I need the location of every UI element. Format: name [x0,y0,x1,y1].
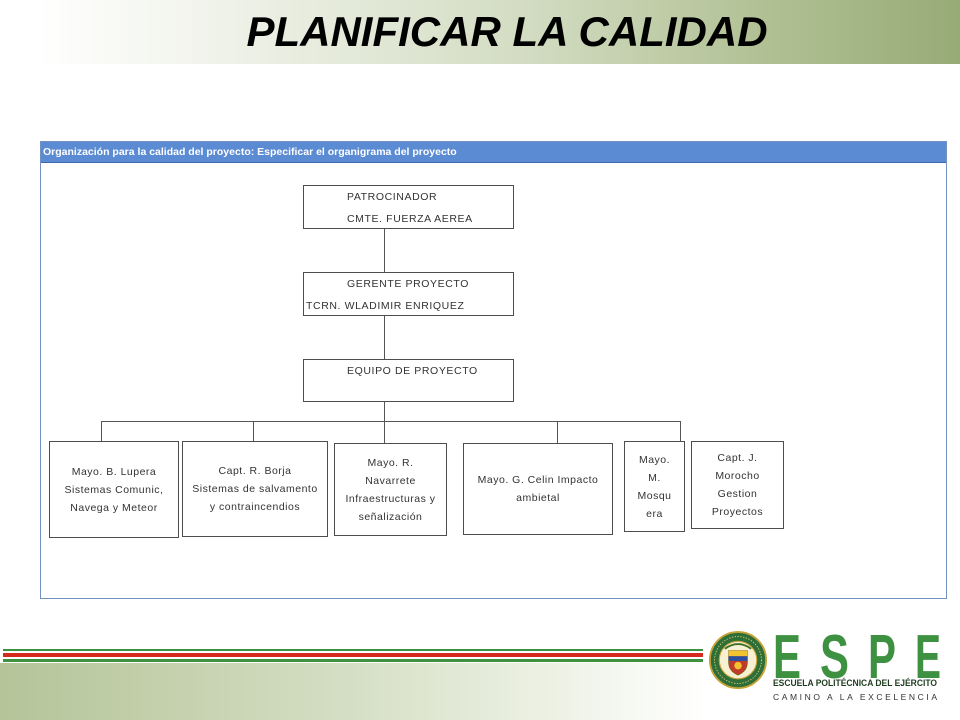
decor-stripe-red [3,653,703,657]
org-box-role: EQUIPO DE PROYECTO [347,365,478,377]
org-box-sponsor: PATROCINADOR CMTE. FUERZA AEREA [303,185,514,229]
org-member-box-borja: Capt. R. Borja Sistemas de salvamento y … [182,441,328,537]
org-member-line: Capt. J. [717,452,758,464]
org-member-line: Proyectos [711,506,764,518]
espe-seal-icon [708,630,768,690]
org-member-line: Sistemas de salvamento [192,483,318,495]
org-member-line: M. [648,471,661,484]
org-member-line: Navega y Meteor [70,501,158,514]
org-member-line: Mayo. G. Celin Impacto [477,474,599,486]
espe-motto: CAMINO A LA EXCELENCIA [773,692,937,702]
org-member-line: Morocho [715,470,760,482]
espe-letter-e1: E [773,626,801,692]
org-box-project-team: EQUIPO DE PROYECTO [303,359,514,402]
panel-header: Organización para la calidad del proyect… [41,142,946,163]
org-member-line: Mosqu [637,489,672,502]
org-member-line: y contraincendios [209,501,301,513]
seal-dotted-ring [714,636,762,684]
seal-shield-yellow [728,650,748,657]
org-member-line: Capt. R. Borja [218,465,292,477]
espe-school-name: ESCUELA POLITÉCNICA DEL EJÉRCITO [773,678,937,689]
org-member-line: ambietal [516,492,560,504]
seal-laurel [724,643,752,650]
org-member-box-mosquera: Mayo. M. Mosqu era [624,441,685,532]
espe-letter-e2: E [915,626,941,692]
org-member-line: Infraestructuras y [345,492,436,505]
espe-letter-p: P [868,626,896,692]
seal-shield-blue [728,656,748,661]
org-member-line: Mayo. [638,453,671,466]
org-member-line: Sistemas Comunic, [64,483,164,496]
org-member-box-lupera: Mayo. B. Lupera Sistemas Comunic, Navega… [49,441,179,538]
org-box-person: TCRN. WLADIMIR ENRIQUEZ [306,300,465,312]
slide-title: PLANIFICAR LA CALIDAD [246,8,768,55]
seal-shield-sun [734,661,742,670]
espe-logo: E S P E ESCUELA POLITÉCNICA DEL EJÉRCITO… [773,626,941,702]
decor-stripe-green-bottom [3,659,703,662]
decor-stripe-green-top [3,649,703,651]
espe-letter-s: S [820,626,849,692]
org-member-box-navarrete: Mayo. R. Navarrete Infraestructuras y se… [334,443,447,536]
org-member-line: Gestion [717,488,758,500]
org-member-line: señalización [358,510,423,523]
org-member-line: era [646,507,663,520]
org-member-line: Navarrete [365,474,416,487]
title-bar [0,0,960,64]
org-box-role: GERENTE PROYECTO [347,278,470,290]
org-box-project-manager: GERENTE PROYECTO TCRN. WLADIMIR ENRIQUEZ [303,272,514,316]
footer-band [0,663,705,720]
org-member-box-celin: Mayo. G. Celin Impacto ambietal [463,443,613,535]
org-member-box-morocho: Capt. J. Morocho Gestion Proyectos [691,441,784,529]
org-member-line: Mayo. R. [367,456,414,469]
org-member-line: Mayo. B. Lupera [71,465,157,478]
org-box-role: PATROCINADOR [347,191,438,203]
org-box-person: CMTE. FUERZA AEREA [347,213,473,225]
